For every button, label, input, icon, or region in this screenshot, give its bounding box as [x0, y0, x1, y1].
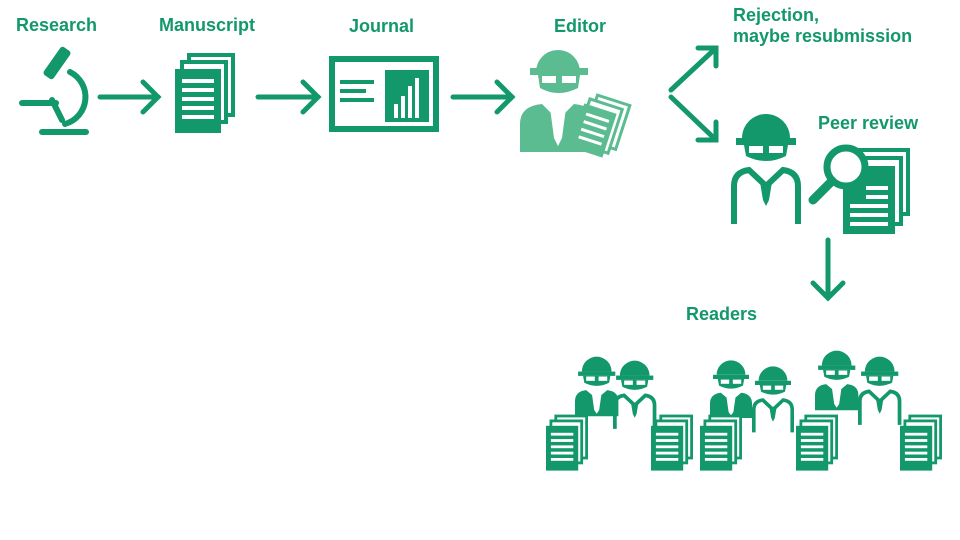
document-stack-icon — [698, 414, 742, 473]
document-stack-icon — [898, 414, 942, 473]
flow-arrow-3 — [450, 79, 516, 115]
rejection-label-line1: Rejection, — [733, 5, 820, 25]
editor-person-icon — [520, 50, 632, 158]
readers-label: Readers — [686, 304, 758, 324]
editor-label: Editor — [554, 16, 606, 36]
microscope-icon — [19, 46, 89, 135]
document-stack-icon — [173, 53, 235, 135]
reader-person-icon — [815, 350, 859, 411]
rejection-label-line2: maybe resubmission — [733, 26, 913, 46]
document-stack-icon — [649, 414, 693, 473]
document-stack-icon — [544, 414, 588, 473]
peer-review-label: Peer review — [818, 113, 919, 133]
reader-group-1 — [544, 356, 693, 473]
reader-person-icon — [710, 360, 752, 418]
peer-review-arrow — [668, 94, 719, 143]
research-label: Research — [16, 15, 98, 35]
manuscript-label: Manuscript — [159, 15, 256, 35]
flow-arrow-2 — [255, 79, 322, 115]
reader-person-icon — [857, 354, 902, 427]
down-arrow — [810, 237, 846, 302]
rejection-label: Rejection, maybe resubmission — [733, 5, 912, 47]
reader-group-2 — [698, 360, 838, 473]
rejection-arrow — [668, 45, 719, 93]
flow-arrow-1 — [97, 79, 162, 115]
reviewer-person-icon — [734, 114, 798, 224]
journal-chart-icon — [329, 56, 439, 132]
journal-label: Journal — [349, 16, 415, 36]
reader-person-icon — [751, 364, 795, 435]
document-stack-icon — [794, 414, 838, 473]
magnifier-document-icon — [808, 144, 910, 234]
reader-person-icon — [612, 358, 657, 431]
reader-person-icon — [575, 356, 619, 417]
